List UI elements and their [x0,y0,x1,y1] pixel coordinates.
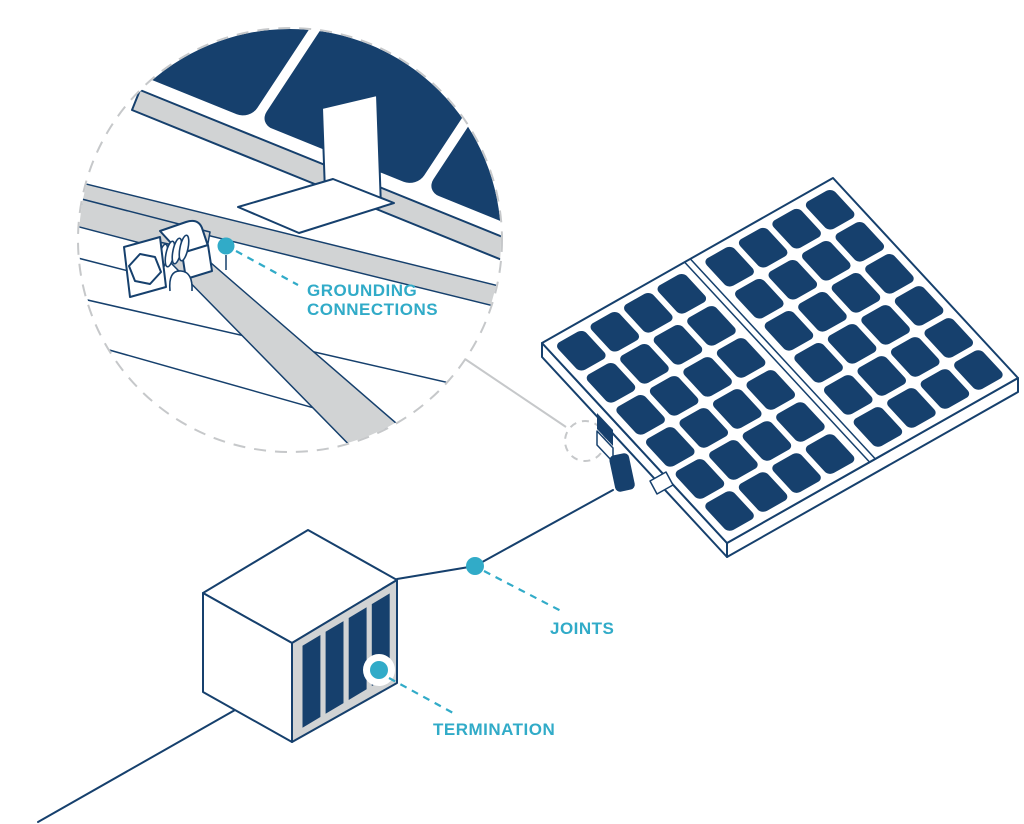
solar-cell [616,395,665,435]
solar-panel [541,177,1019,558]
solar-cell [713,389,762,429]
solar-cell [865,254,914,294]
solar-cell [835,222,885,262]
solar-cell [620,344,669,384]
solar-cell [861,305,910,345]
solar-cell [657,274,707,314]
termination-leader-line [388,677,456,715]
vent-slat [302,635,321,728]
ground-lug-body [181,244,213,280]
solar-cell [586,363,636,403]
solar-cell [557,330,606,371]
solar-cell [746,370,796,410]
solar-cell [827,324,877,364]
solar-cell [624,293,673,333]
wire-box-to-ground [37,709,236,823]
magnifier-circle [77,27,503,453]
solar-cell [831,273,881,313]
solar-cell [764,311,814,351]
grounding-callout-dot [217,237,235,255]
solar-cell [894,286,944,326]
termination-callout-dot [370,661,388,679]
bolt-hex-head-icon [128,253,162,285]
ground-lug-arch [168,270,193,292]
magnifier-connector-line [464,358,567,428]
solar-cell [738,472,788,512]
panel-divider-line [689,258,876,460]
solar-cell [920,369,970,409]
solar-cell [705,491,754,531]
solar-cell [679,408,729,448]
solar-cell [798,292,847,332]
mounting-bracket-plate [237,178,395,234]
panel-frame-bar [131,89,501,261]
screw-thread [178,234,190,262]
solar-cell [772,453,821,493]
solar-cell [742,421,792,461]
solar-cell [738,227,788,268]
vent-slat [325,621,344,714]
panel-mount-post [597,413,613,446]
solar-cell [924,318,973,358]
solar-cell [653,325,703,365]
wire-panel-to-box [396,489,614,580]
solar-cell [590,311,640,352]
solar-cells-grid [557,189,1003,531]
solar-cell [735,278,784,319]
solar-cell [857,356,907,396]
solar-cell [709,440,758,480]
termination-label: TERMINATION [433,720,556,739]
solar-cell [768,259,818,300]
grounding-leader-line [235,250,299,286]
grounding-label-line1: GROUNDING [307,281,418,300]
joints-leader-line [483,570,564,613]
solar-cell [776,402,825,442]
panel-divider-line [684,261,871,463]
solar-cell [794,343,843,383]
solar-cell [687,306,736,346]
solar-cell [675,459,725,499]
solar-cell [853,407,903,447]
solar-cell [890,337,940,377]
grounding-connections-label: GROUNDING CONNECTIONS [307,281,438,319]
solar-cell [802,240,851,281]
solar-cell [805,189,855,230]
joints-callout-dot [466,557,484,575]
solar-cell [646,427,695,467]
mounting-rail [79,179,501,311]
solar-cell [716,338,766,378]
solar-cell [649,376,699,416]
solar-cell [683,357,732,397]
solar-cell [705,246,754,287]
solar-cell [954,350,1003,390]
junction-box [202,529,398,743]
panel-foot [649,471,674,495]
joints-label: JOINTS [550,619,615,638]
solar-cell [823,375,873,415]
vent-slat [348,607,367,700]
solar-cell [805,434,855,474]
solar-cell [772,208,821,249]
panel-leg [609,453,635,492]
solar-cell [887,388,936,428]
grounding-label-line2: CONNECTIONS [307,300,439,319]
